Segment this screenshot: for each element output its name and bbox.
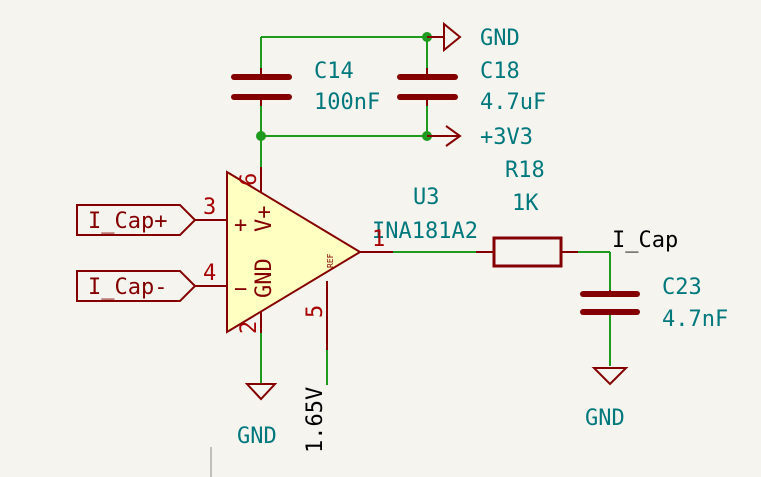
gnd-top-label: GND	[480, 26, 520, 51]
power-3v3-symbol	[427, 125, 462, 147]
opamp-ref-pin-label: REF	[326, 253, 335, 268]
c18-ref: C18	[480, 59, 520, 84]
gnd-right-symbol	[591, 367, 629, 386]
gnd-right-label: GND	[585, 406, 625, 431]
opamp-minus-sign: −	[234, 277, 247, 302]
r18-ref: R18	[505, 158, 545, 183]
net-label-ref-voltage: 1.65V	[303, 387, 328, 453]
net-label-i-cap: I_Cap	[612, 228, 678, 253]
pin-number-5: 5	[303, 305, 328, 318]
c14-ref: C14	[314, 59, 354, 84]
gnd-top-symbol	[427, 21, 462, 53]
label-i-cap-plus: I_Cap+	[88, 209, 167, 234]
u3-ref: U3	[413, 185, 440, 210]
junction-dot	[256, 131, 266, 141]
u3-value: INA181A2	[372, 219, 478, 244]
pin-number-3: 3	[203, 195, 216, 220]
label-i-cap-minus-shape[interactable]	[76, 270, 197, 302]
gnd-left-symbol	[244, 383, 278, 401]
c23-ref: C23	[662, 275, 702, 300]
opamp-u3-symbol[interactable]	[195, 167, 393, 350]
c23-value: 4.7nF	[662, 307, 728, 332]
resistor-r18-symbol[interactable]	[476, 236, 578, 268]
opamp-gnd-pin-label: GND	[252, 258, 277, 298]
opamp-vplus-pin-label: V+	[252, 206, 277, 233]
r18-value: 1K	[512, 191, 539, 216]
pin-number-6: 6	[237, 173, 262, 186]
power-3v3-label: +3V3	[480, 125, 533, 150]
capacitor-c23-symbol[interactable]	[580, 290, 640, 315]
pin-number-1: 1	[372, 227, 385, 252]
wires	[260, 36, 611, 385]
gnd-left-label: GND	[237, 424, 277, 449]
capacitor-c18-symbol[interactable]	[397, 74, 458, 100]
c14-value: 100nF	[314, 90, 380, 115]
junctions	[256, 32, 432, 141]
pin-number-2: 2	[237, 321, 262, 334]
opamp-plus-sign: +	[234, 213, 247, 238]
label-i-cap-minus: I_Cap-	[88, 275, 167, 300]
c18-value: 4.7uF	[480, 90, 546, 115]
pin-number-4: 4	[203, 261, 216, 286]
label-i-cap-plus-shape[interactable]	[76, 204, 197, 236]
